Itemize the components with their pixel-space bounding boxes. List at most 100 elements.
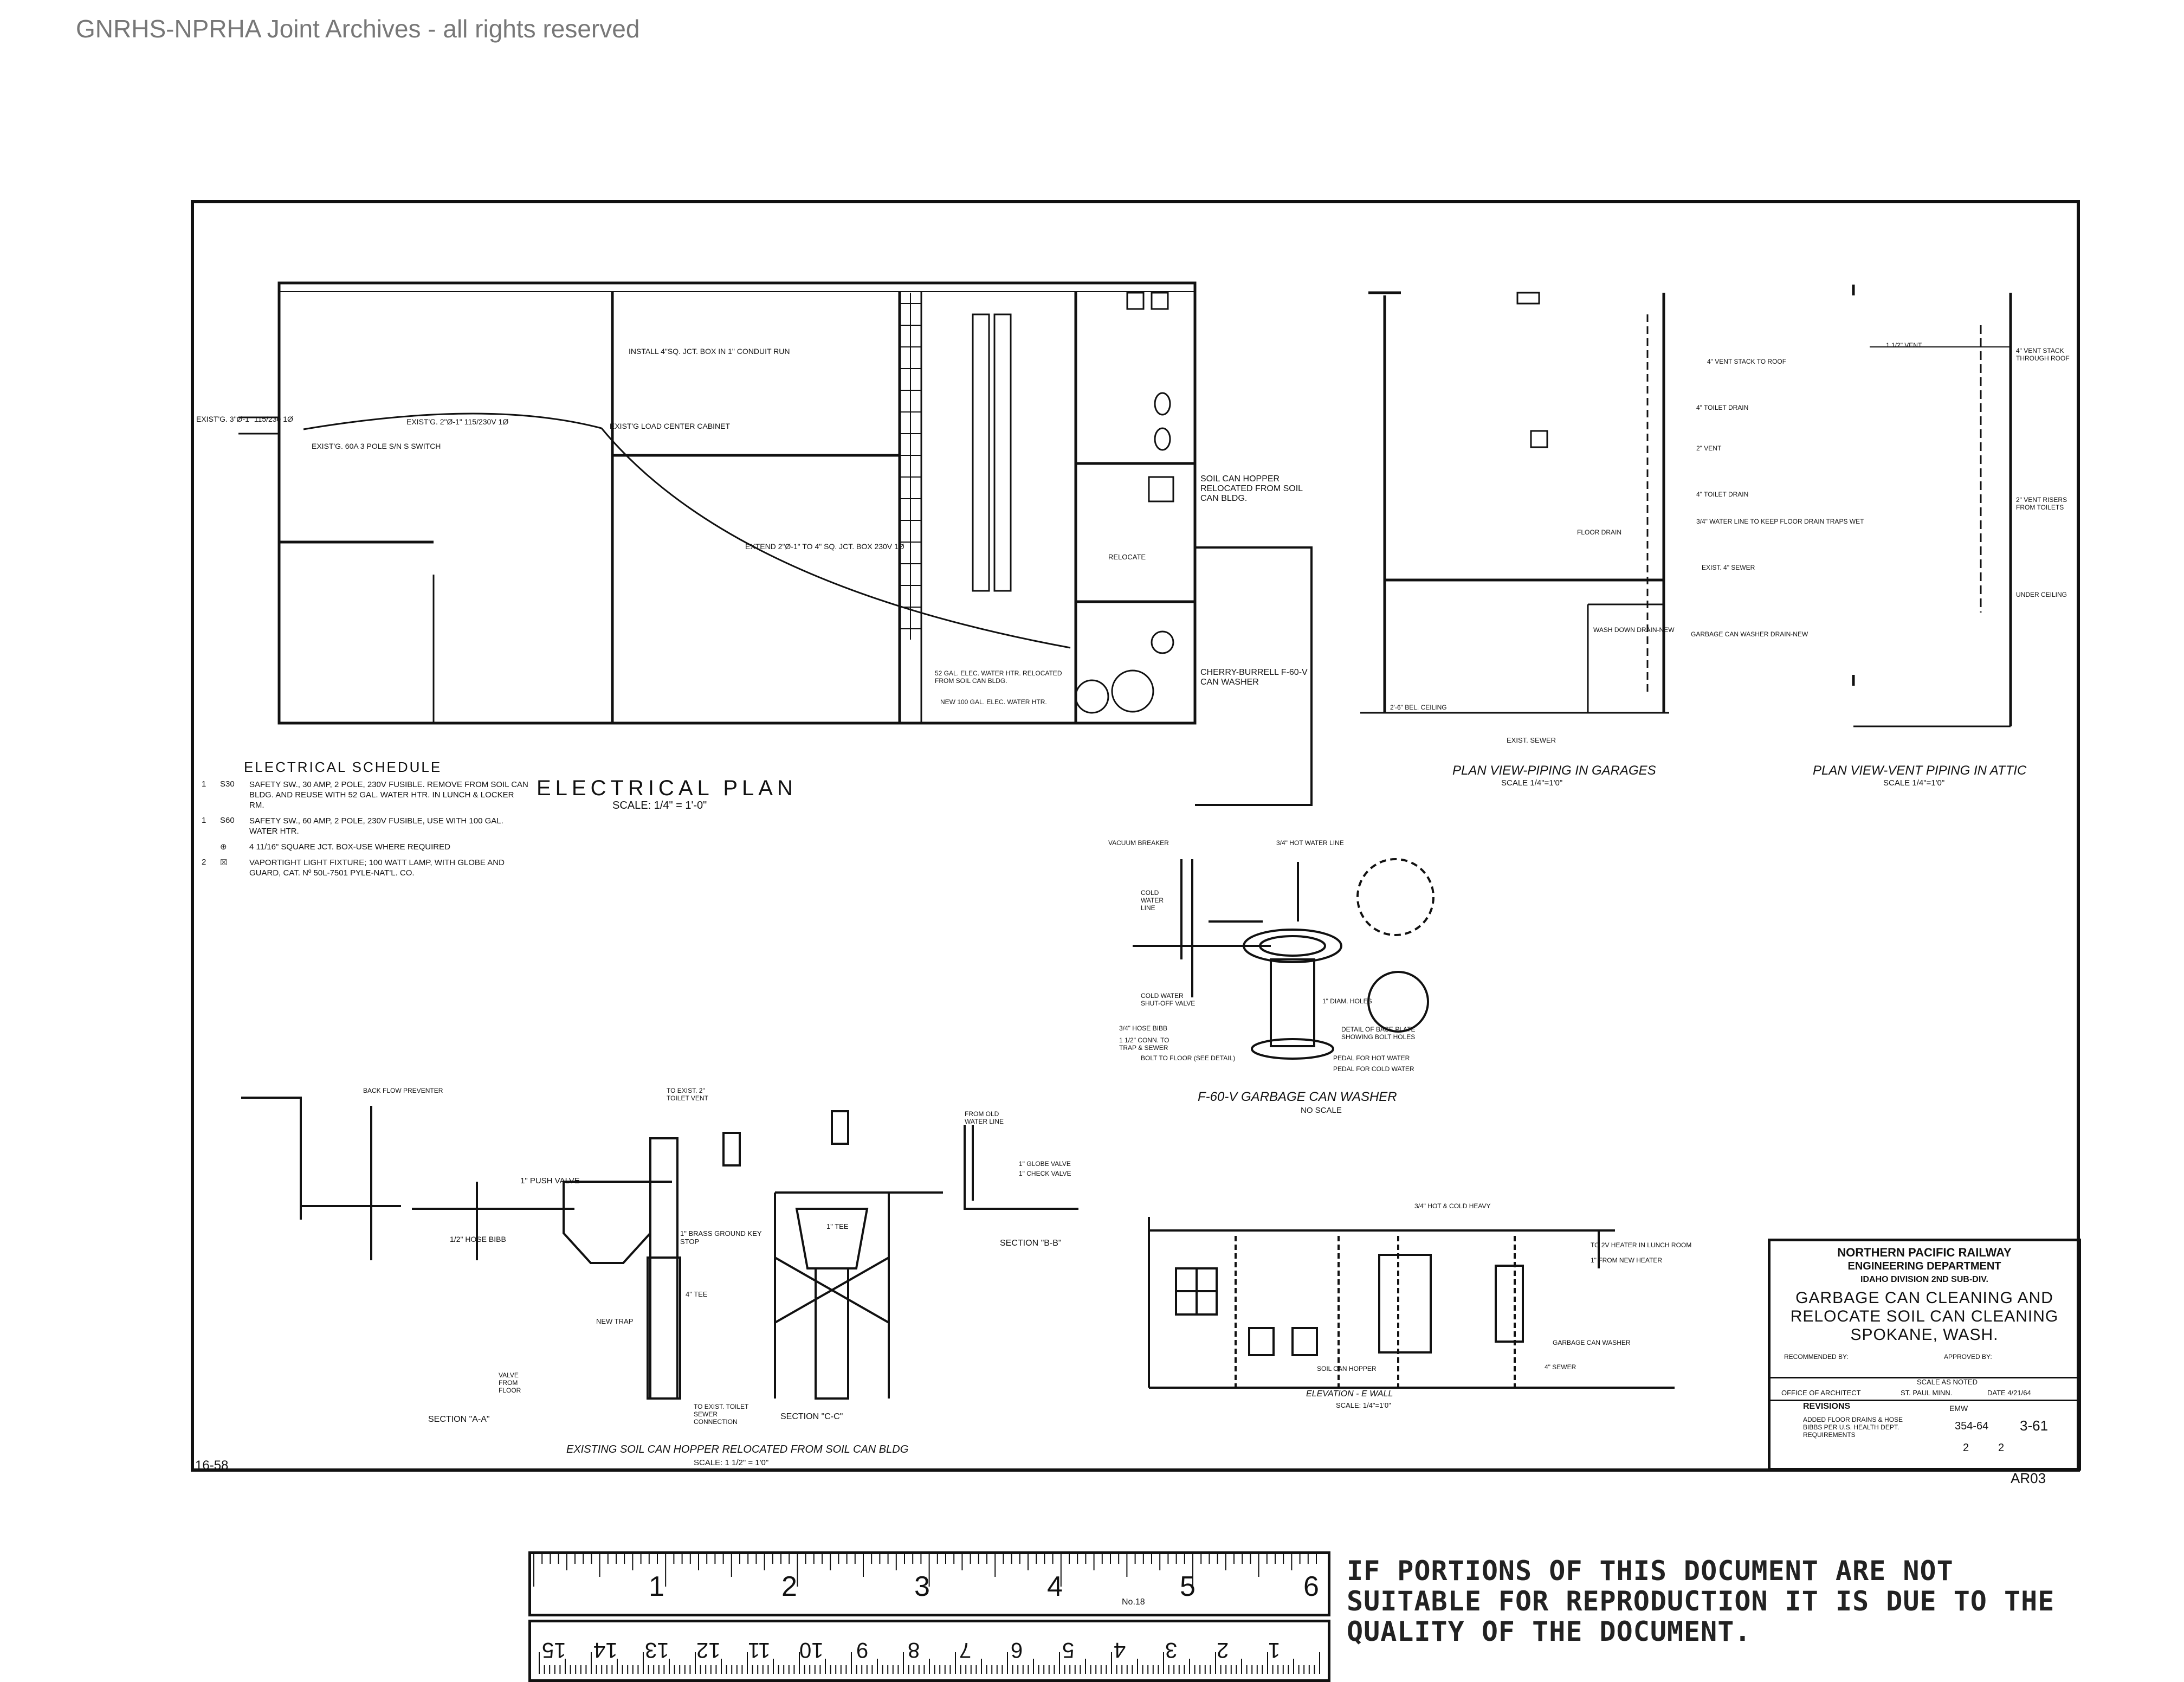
section-note: TO EXIST. TOILET SEWER CONNECTION: [694, 1403, 749, 1426]
garage-note: EXIST. SEWER: [1507, 736, 1556, 744]
cm-label: 11: [748, 1638, 771, 1662]
section-note: VALVE FROM FLOOR: [499, 1371, 521, 1394]
cm-label: 7: [959, 1638, 972, 1662]
attic-note: 2" VENT RISERS FROM TOILETS: [2016, 496, 2067, 511]
washer-note: DETAIL OF BASE PLATE SHOWING BOLT HOLES: [1341, 1026, 1416, 1041]
cm-label: 1: [1268, 1638, 1281, 1662]
plan-note-5: EXIST'G. 3"Ø-1" 115/230 1Ø: [196, 415, 293, 423]
sheet-number: 2: [1963, 1442, 1969, 1454]
garage-note: 4" VENT STACK TO ROOF: [1707, 358, 1787, 365]
washer-note: VACUUM BREAKER: [1108, 839, 1169, 847]
washer-note: 3/4" HOT WATER LINE: [1276, 839, 1344, 847]
inch-ruler: 1 2 3 4 5 6 No.18: [528, 1551, 1330, 1616]
section-note: NEW TRAP: [596, 1317, 634, 1325]
drawing-title-1: GARBAGE CAN CLEANING AND: [1795, 1289, 2053, 1307]
office-place: ST. PAUL MINN.: [1901, 1389, 1953, 1397]
electrical-plan-title: ELECTRICAL PLAN: [537, 776, 797, 800]
plan-note-9: CHERRY-BURRELL F-60-V CAN WASHER: [1200, 668, 1308, 687]
company-name: NORTHERN PACIFIC RAILWAY: [1837, 1246, 2012, 1259]
garage-piping-scale: SCALE 1/4"=1'0": [1501, 778, 1563, 788]
cm-label: 12: [696, 1638, 721, 1662]
schedule-item: 2 ☒ VAPORTIGHT LIGHT FIXTURE; 100 WATT L…: [202, 858, 538, 878]
title-block: NORTHERN PACIFIC RAILWAY ENGINEERING DEP…: [1768, 1239, 2081, 1471]
sheet-of: 2: [1998, 1442, 2005, 1454]
elevation-note: 4" SEWER: [1545, 1363, 1576, 1371]
section-a-label: SECTION "A-A": [428, 1415, 490, 1424]
approved-by: APPROVED BY:: [1944, 1353, 1992, 1361]
office-of-architect: OFFICE OF ARCHITECT: [1781, 1389, 1861, 1397]
drawing-number: 3-61: [2020, 1417, 2049, 1434]
file-number: 354-64: [1955, 1420, 1989, 1432]
sections-caption: EXISTING SOIL CAN HOPPER RELOCATED FROM …: [566, 1443, 909, 1455]
section-note: BACK FLOW PREVENTER: [363, 1087, 443, 1094]
garage-note: 4" TOILET DRAIN: [1696, 491, 1749, 498]
attic-piping-drawing: [1852, 285, 2012, 727]
schedule-symbol: ☒: [220, 858, 228, 867]
drawing-title-3: SPOKANE, WASH.: [1850, 1326, 1999, 1344]
plan-note-8: RELOCATE: [1108, 553, 1146, 561]
attic-piping-title: PLAN VIEW-VENT PIPING IN ATTIC: [1813, 763, 2027, 778]
drawing-title-2: RELOCATE SOIL CAN CLEANING: [1790, 1307, 2059, 1325]
plan-note-3: EXIST'G LOAD CENTER CABINET: [610, 422, 731, 430]
section-note: 1" TEE: [826, 1222, 849, 1230]
electrical-schedule-title: ELECTRICAL SCHEDULE: [244, 759, 442, 775]
cm-label: 15: [542, 1638, 566, 1662]
inch-label: 5: [1180, 1571, 1196, 1602]
section-note: 1" CHECK VALVE: [1019, 1170, 1071, 1177]
plan-note-4: EXIST'G. 60A 3 POLE S/N S SWITCH: [312, 442, 441, 450]
schedule-symbol: S60: [220, 816, 235, 825]
elevation-note: GARBAGE CAN WASHER: [1553, 1339, 1631, 1346]
reproduction-stamp: IF PORTIONS OF THIS DOCUMENT ARE NOT SUI…: [1347, 1555, 2055, 1647]
garage-piping-title: PLAN VIEW-PIPING IN GARAGES: [1452, 763, 1656, 778]
elevation-title: ELEVATION - E WALL: [1306, 1389, 1393, 1399]
cm-ruler: 1 2 3 4 5 6 7 8 9 10 11 12 13 14 15: [528, 1620, 1330, 1682]
scale-note: SCALE AS NOTED: [1917, 1378, 1978, 1386]
plan-note-1: INSTALL 4"SQ. JCT. BOX IN 1" CONDUIT RUN: [629, 347, 790, 356]
section-note: FROM OLD WATER LINE: [965, 1110, 1004, 1125]
margin-mark-right: AR03: [2011, 1470, 2046, 1486]
elevation-note: 1" FROM NEW HEATER: [1591, 1256, 1663, 1264]
sections-scale: SCALE: 1 1/2" = 1'0": [694, 1458, 769, 1467]
section-note: TO EXIST. 2" TOILET VENT: [667, 1087, 708, 1102]
plan-note-2: EXIST'G. 2"Ø-1" 115/230V 1Ø: [406, 417, 509, 426]
cm-ticks: [539, 1652, 1320, 1674]
department-name: ENGINEERING DEPARTMENT: [1847, 1260, 2001, 1272]
washer-note: 1" DIAM. HOLES: [1322, 997, 1372, 1005]
attic-note: 1 1/2" VENT: [1886, 341, 1922, 349]
cm-label: 9: [856, 1638, 869, 1662]
margin-mark-left: 16-58: [195, 1458, 229, 1473]
cm-label: 5: [1062, 1638, 1075, 1662]
schedule-item: 1 S30 SAFETY SW., 30 AMP, 2 POLE, 230V F…: [202, 779, 538, 810]
attic-note: 4" VENT STACK THROUGH ROOF: [2016, 347, 2070, 362]
garage-note: GARBAGE CAN WASHER DRAIN-NEW: [1691, 630, 1808, 638]
electrical-plan-drawing: [238, 281, 1313, 806]
inch-label: 4: [1047, 1571, 1063, 1602]
cm-label: 8: [908, 1638, 920, 1662]
plan-note-11: NEW 100 GAL. ELEC. WATER HTR.: [940, 698, 1047, 706]
garage-note: WASH DOWN DRAIN-NEW: [1593, 626, 1675, 634]
washer-note: BOLT TO FLOOR (SEE DETAIL): [1141, 1054, 1236, 1062]
elevation-note: SOIL CAN HOPPER: [1317, 1365, 1377, 1372]
cm-label: 14: [593, 1638, 618, 1662]
can-washer-drawing: [1133, 858, 1435, 1060]
section-c-label: SECTION "C-C": [780, 1412, 843, 1421]
division-line: IDAHO DIVISION 2ND SUB-DIV.: [1860, 1275, 1988, 1284]
revisions-label: REVISIONS: [1803, 1402, 1851, 1411]
elevation-note: TO 2V HEATER IN LUNCH ROOM: [1591, 1241, 1692, 1249]
garage-note: FLOOR DRAIN: [1577, 529, 1622, 536]
washer-note: 3/4" HOSE BIBB: [1119, 1024, 1167, 1032]
garage-note: EXIST. 4" SEWER: [1702, 564, 1755, 571]
elevation-scale: SCALE: 1/4"=1'0": [1336, 1401, 1391, 1409]
revision-note: ADDED FLOOR DRAINS & HOSE BIBBS PER U.S.…: [1803, 1416, 1903, 1439]
cm-label: 3: [1165, 1638, 1178, 1662]
washer-note: PEDAL FOR HOT WATER: [1333, 1054, 1410, 1062]
washer-note: COLD WATER LINE: [1141, 889, 1164, 912]
can-washer-scale: NO SCALE: [1301, 1106, 1342, 1115]
garage-note: 4" TOILET DRAIN: [1696, 404, 1749, 411]
hopper-sections-drawing: [241, 1097, 1078, 1400]
section-note: 1" GLOBE VALVE: [1019, 1160, 1071, 1168]
cm-label: 6: [1011, 1638, 1023, 1662]
inch-label: 6: [1303, 1571, 1319, 1602]
schedule-qty: 1: [202, 779, 206, 789]
